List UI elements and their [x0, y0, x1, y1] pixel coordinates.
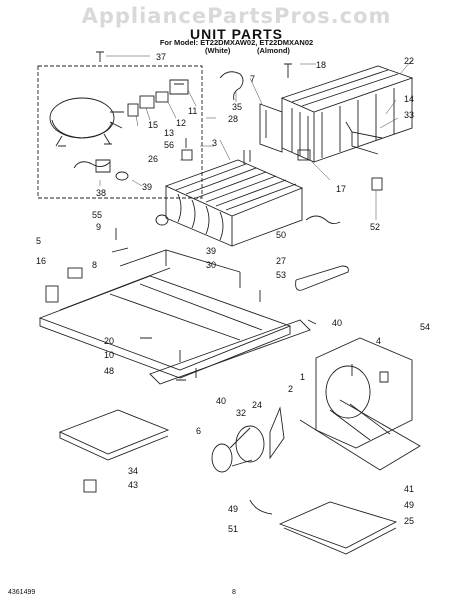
callout-25: 25 — [404, 516, 414, 526]
callout-49: 49 — [228, 504, 238, 514]
terminal-52 — [371, 177, 383, 191]
doc-number: 4361499 — [8, 589, 36, 596]
callout-11: 11 — [188, 106, 197, 116]
callout-28: 28 — [228, 114, 238, 124]
callout-55: 55 — [92, 210, 102, 220]
condenser-coil — [280, 65, 414, 163]
callout-35: 35 — [232, 102, 242, 112]
fan-shroud — [299, 337, 421, 471]
callout-4: 4 — [376, 336, 381, 346]
callout-12: 12 — [176, 118, 186, 128]
relay-cover — [155, 91, 169, 103]
clip-50 — [305, 215, 341, 225]
part-16 — [45, 285, 59, 303]
overload — [139, 95, 155, 109]
callout-53: 53 — [276, 270, 286, 280]
callout-52: 52 — [370, 222, 380, 232]
watermark: AppliancePartsPros.com — [81, 4, 392, 28]
compressor — [49, 97, 124, 147]
callout-43: 43 — [128, 480, 138, 490]
callout-18: 18 — [316, 60, 326, 70]
callout-33: 33 — [404, 110, 414, 120]
wire-35 — [219, 71, 244, 101]
evaporator-coil — [164, 150, 304, 247]
callout-51: 51 — [228, 524, 238, 534]
callout-39: 39 — [142, 182, 152, 192]
diagram-title: UNIT PARTS — [190, 26, 283, 42]
screw-37 — [96, 51, 104, 62]
panel-34 — [58, 409, 170, 461]
callout-9: 9 — [96, 222, 101, 232]
screw-18 — [284, 63, 292, 78]
callout-32: 32 — [236, 408, 246, 418]
callout-40b: 40 — [216, 396, 226, 406]
callout-7: 7 — [250, 74, 255, 84]
callout-16: 16 — [36, 256, 46, 266]
misc-screws — [140, 337, 197, 381]
page-number: 8 — [232, 589, 236, 596]
callout-27: 27 — [276, 256, 286, 266]
capacitor — [181, 149, 193, 161]
foot-43 — [83, 479, 97, 493]
callout-10: 10 — [104, 350, 114, 360]
callout-50: 50 — [276, 230, 286, 240]
callout-8: 8 — [92, 260, 97, 270]
base-frame — [38, 249, 311, 385]
drain-pan — [278, 501, 398, 555]
callout-39b: 39 — [206, 246, 216, 256]
callout-20: 20 — [104, 336, 114, 346]
relay — [127, 103, 139, 117]
callout-56: 56 — [164, 140, 174, 150]
callout-24: 24 — [252, 400, 262, 410]
callout-54: 54 — [420, 322, 430, 332]
callout-22: 22 — [404, 56, 414, 66]
defrost-heater — [345, 121, 383, 155]
tube-27 — [295, 265, 349, 291]
callout-13: 13 — [164, 128, 174, 138]
callout-41: 41 — [404, 484, 414, 494]
callout-34: 34 — [128, 466, 138, 476]
leader-lines — [99, 55, 413, 220]
grommet — [115, 171, 129, 181]
screw-40 — [307, 319, 317, 325]
callout-5: 5 — [36, 236, 41, 246]
callout-26: 26 — [148, 154, 158, 164]
condenser-fan-motor — [211, 406, 285, 473]
callout-48: 48 — [104, 366, 114, 376]
hose-51 — [249, 499, 273, 515]
callout-38: 38 — [96, 188, 106, 198]
callout-40: 40 — [332, 318, 342, 328]
bracket-7 — [259, 103, 283, 153]
cover-clip — [169, 79, 189, 95]
variant-almond: (Almond) — [257, 46, 290, 55]
callout-17: 17 — [336, 184, 346, 194]
callout-1: 1 — [300, 372, 305, 382]
callout-37: 37 — [156, 52, 166, 62]
bolt-9 — [111, 228, 129, 253]
callout-15: 15 — [148, 120, 158, 130]
rail-clip-5 — [67, 267, 83, 279]
callout-3: 3 — [212, 138, 217, 148]
callout-2: 2 — [288, 384, 293, 394]
callout-49b: 49 — [404, 500, 414, 510]
wire-harness — [73, 159, 111, 173]
callout-30: 30 — [206, 260, 216, 270]
callout-labels: 37 7 18 22 35 11 12 14 33 13 15 28 56 26… — [36, 52, 430, 534]
variant-white: (White) — [205, 46, 231, 55]
callout-14: 14 — [404, 94, 414, 104]
terminal-block-17 — [297, 149, 311, 161]
model-line: For Model: ET22DMXAW02, ET22DMXAN02 — [159, 38, 314, 47]
grommet-39 — [155, 214, 169, 226]
grommet-54 — [379, 371, 389, 383]
callout-6: 6 — [196, 426, 201, 436]
compressor-group-box — [37, 65, 203, 199]
